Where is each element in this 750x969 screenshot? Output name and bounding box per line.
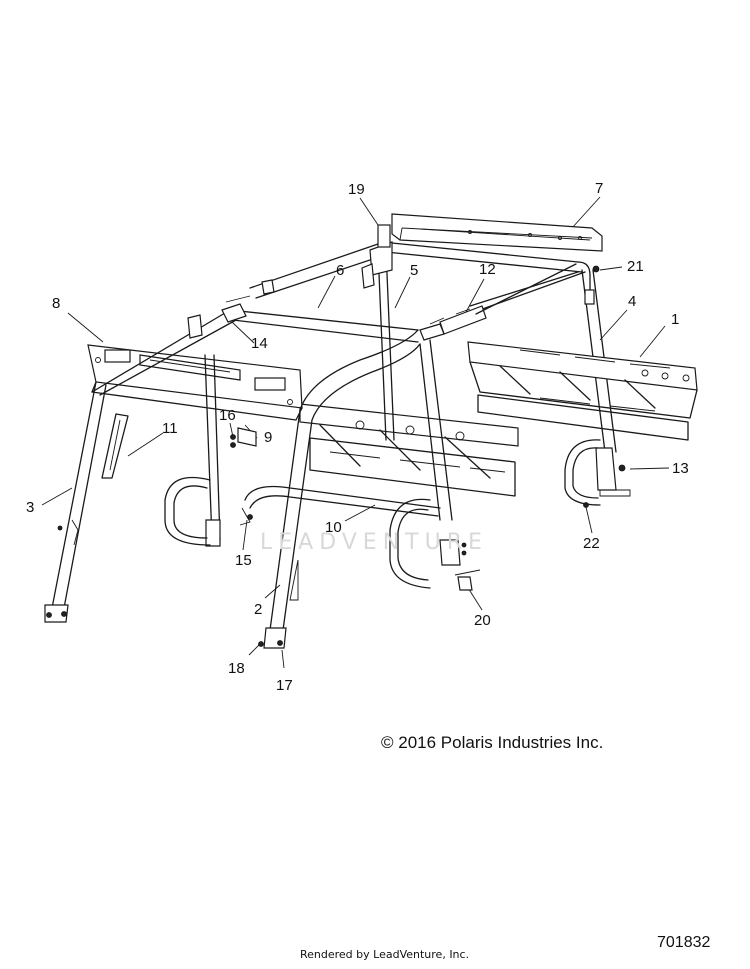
callout-13: 13 <box>672 460 689 477</box>
rear-side-panel <box>467 341 698 441</box>
grab-handle <box>101 413 129 479</box>
callout-3: 3 <box>26 499 35 516</box>
callout-14: 14 <box>251 335 268 352</box>
inner-a-post <box>187 314 221 547</box>
callout-7: 7 <box>595 180 604 197</box>
callout-12: 12 <box>479 261 496 278</box>
rear-roof-bar <box>391 213 603 252</box>
callout-11: 11 <box>162 420 178 437</box>
middle-side-panel <box>299 403 519 497</box>
callout-20: 20 <box>474 612 491 629</box>
copyright-notice: © 2016 Polaris Industries Inc. <box>381 733 604 752</box>
watermark-text: LEADVENTURE <box>260 530 488 555</box>
callout-1: 1 <box>671 311 680 328</box>
rendered-by-credit: Rendered by LeadVenture, Inc. <box>300 948 470 961</box>
center-roof-crossbar <box>229 243 577 343</box>
callout-10: 10 <box>325 519 342 536</box>
callout-4: 4 <box>628 293 637 310</box>
front-left-post <box>44 309 237 623</box>
center-rear-post <box>369 224 395 441</box>
callout-8: 8 <box>52 295 61 312</box>
lower-hoop-rails <box>164 439 601 589</box>
diagram-part-number: 701832 <box>657 934 711 951</box>
callout-9: 9 <box>264 429 273 446</box>
callout-5: 5 <box>410 262 419 279</box>
front-header-panel <box>87 344 303 421</box>
callout-6: 6 <box>336 262 345 279</box>
callout-22: 22 <box>583 535 600 552</box>
rear-upper-crossbar <box>381 241 591 317</box>
callout-21: 21 <box>627 258 644 275</box>
callout-19: 19 <box>348 181 365 198</box>
rear-right-post <box>581 269 631 508</box>
callout-15: 15 <box>235 552 252 569</box>
front-right-post <box>258 329 453 649</box>
callout-16: 16 <box>219 407 236 424</box>
small-hardware <box>221 263 600 591</box>
leader-lines <box>41 196 670 669</box>
callout-2: 2 <box>254 601 263 618</box>
callout-18: 18 <box>228 660 245 677</box>
callout-17: 17 <box>276 677 293 694</box>
